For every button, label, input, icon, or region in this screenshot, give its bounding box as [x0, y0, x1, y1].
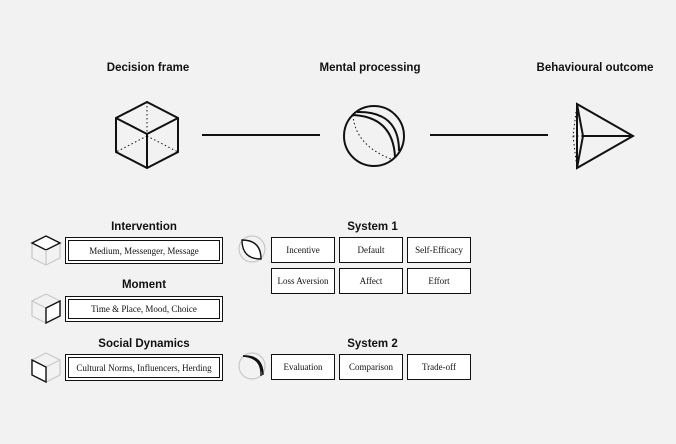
- sphere-small-icon-1: [238, 235, 266, 263]
- system1-label-loss-aversion: Loss Aversion: [277, 276, 329, 286]
- cube-small-icon: [30, 235, 62, 266]
- system1-box-loss-aversion: Loss Aversion: [271, 268, 335, 294]
- system2-box-comparison: Comparison: [339, 354, 403, 380]
- system2-label-trade-off: Trade-off: [422, 362, 456, 372]
- connector-line-1: [202, 134, 320, 136]
- system2-label-comparison: Comparison: [349, 362, 393, 372]
- system1-heading: System 1: [347, 221, 398, 233]
- system2-box-evaluation: Evaluation: [271, 354, 335, 380]
- social-dynamics-item: Cultural Norms, Influencers, Herding: [76, 362, 212, 373]
- cube-front-icon: [31, 352, 61, 384]
- connector-line-2: [430, 134, 548, 136]
- moment-item: Time & Place, Mood, Choice: [91, 304, 197, 314]
- system1-box-affect: Affect: [339, 268, 403, 294]
- sphere-icon: [343, 105, 405, 167]
- system2-label-evaluation: Evaluation: [283, 362, 323, 372]
- system2-heading: System 2: [347, 338, 398, 350]
- system1-label-effort: Effort: [428, 276, 450, 286]
- pyramid-icon: [572, 102, 636, 170]
- intervention-item: Medium, Messenger, Message: [89, 245, 199, 256]
- intervention-box: Medium, Messenger, Message: [65, 237, 223, 264]
- system2-box-trade-off: Trade-off: [407, 354, 471, 380]
- system1-label-self-efficacy: Self-Efficacy: [415, 245, 463, 255]
- moment-heading: Moment: [121, 279, 167, 291]
- moment-box: Time & Place, Mood, Choice: [65, 296, 223, 322]
- system1-box-incentive: Incentive: [271, 237, 335, 263]
- system1-label-default: Default: [357, 245, 385, 255]
- system1-box-effort: Effort: [407, 268, 471, 294]
- behavioural-outcome-heading: Behavioural outcome: [536, 62, 654, 74]
- social-dynamics-heading: Social Dynamics: [98, 338, 190, 350]
- system1-box-default: Default: [339, 237, 403, 263]
- system1-label-incentive: Incentive: [286, 245, 320, 255]
- social-dynamics-box: Cultural Norms, Influencers, Herding: [65, 354, 223, 381]
- system1-box-self-efficacy: Self-Efficacy: [407, 237, 471, 263]
- system1-label-affect: Affect: [359, 276, 383, 286]
- mental-processing-heading: Mental processing: [319, 62, 421, 74]
- cube-icon: [115, 100, 179, 170]
- intervention-heading: Intervention: [111, 221, 177, 233]
- sphere-small-icon-2: [238, 352, 266, 380]
- cube-side-icon: [31, 293, 61, 325]
- decision-frame-heading: Decision frame: [106, 62, 190, 74]
